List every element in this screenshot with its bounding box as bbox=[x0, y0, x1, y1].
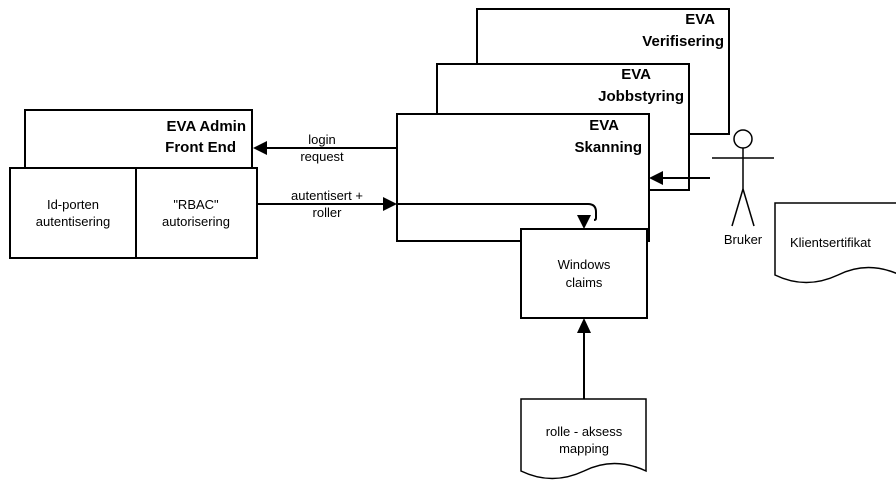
rbac-line1: "RBAC" bbox=[173, 197, 219, 212]
klientsertifikat-document: Klientsertifikat bbox=[774, 202, 896, 284]
login-request-line2: request bbox=[300, 149, 344, 164]
autentisert-line2: roller bbox=[313, 205, 343, 220]
edge-mapping-to-claims bbox=[577, 318, 591, 399]
eva-verifisering-title-line2: Verifisering bbox=[642, 33, 724, 50]
edge-skanning-to-claims bbox=[397, 203, 597, 229]
arrowhead-down-icon bbox=[577, 215, 591, 229]
actor-head-icon bbox=[733, 129, 753, 149]
rolle-mapping-line2: mapping bbox=[559, 441, 609, 456]
autentisert-line1: autentisert + bbox=[291, 188, 363, 203]
idporten-box: Id-porten autentisering bbox=[9, 167, 137, 259]
edge-autentisert-roller: autentisert + roller bbox=[257, 188, 397, 220]
eva-admin-title-line1: EVA Admin bbox=[167, 118, 246, 135]
rolle-mapping-line1: rolle - aksess bbox=[546, 424, 623, 439]
arrowhead-up-icon bbox=[577, 318, 591, 333]
edge-bruker-to-skanning bbox=[649, 171, 710, 185]
eva-admin-title-line2: Front End bbox=[165, 139, 236, 156]
rbac-line2: autorisering bbox=[162, 214, 230, 229]
windows-claims-line2: claims bbox=[566, 275, 603, 290]
klientsertifikat-label: Klientsertifikat bbox=[790, 235, 871, 250]
arrowhead-left-icon-2 bbox=[649, 171, 663, 185]
bruker-label: Bruker bbox=[724, 232, 763, 247]
bruker-actor: Bruker bbox=[712, 129, 774, 247]
windows-claims-line1: Windows bbox=[558, 257, 611, 272]
idporten-line2: autentisering bbox=[36, 214, 110, 229]
arrowhead-left-icon bbox=[253, 141, 267, 155]
login-request-line1: login bbox=[308, 132, 335, 147]
rbac-box: "RBAC" autorisering bbox=[135, 167, 258, 259]
eva-admin-frontend-box: EVA Admin Front End bbox=[24, 109, 253, 169]
rolle-mapping-document: rolle - aksess mapping bbox=[520, 398, 647, 480]
eva-jobbstyring-title-line2: Jobbstyring bbox=[598, 88, 684, 105]
eva-skanning-title-line2: Skanning bbox=[574, 139, 642, 156]
arrowhead-right-icon bbox=[383, 197, 397, 211]
windows-claims-box: Windows claims bbox=[520, 228, 648, 319]
edge-login-request: login request bbox=[253, 132, 397, 164]
eva-verifisering-title-line1: EVA bbox=[685, 11, 715, 28]
eva-jobbstyring-title-line1: EVA bbox=[621, 66, 651, 83]
idporten-line1: Id-porten bbox=[47, 197, 99, 212]
eva-skanning-title-line1: EVA bbox=[589, 117, 619, 134]
eva-skanning-box: EVA Skanning bbox=[396, 113, 650, 242]
